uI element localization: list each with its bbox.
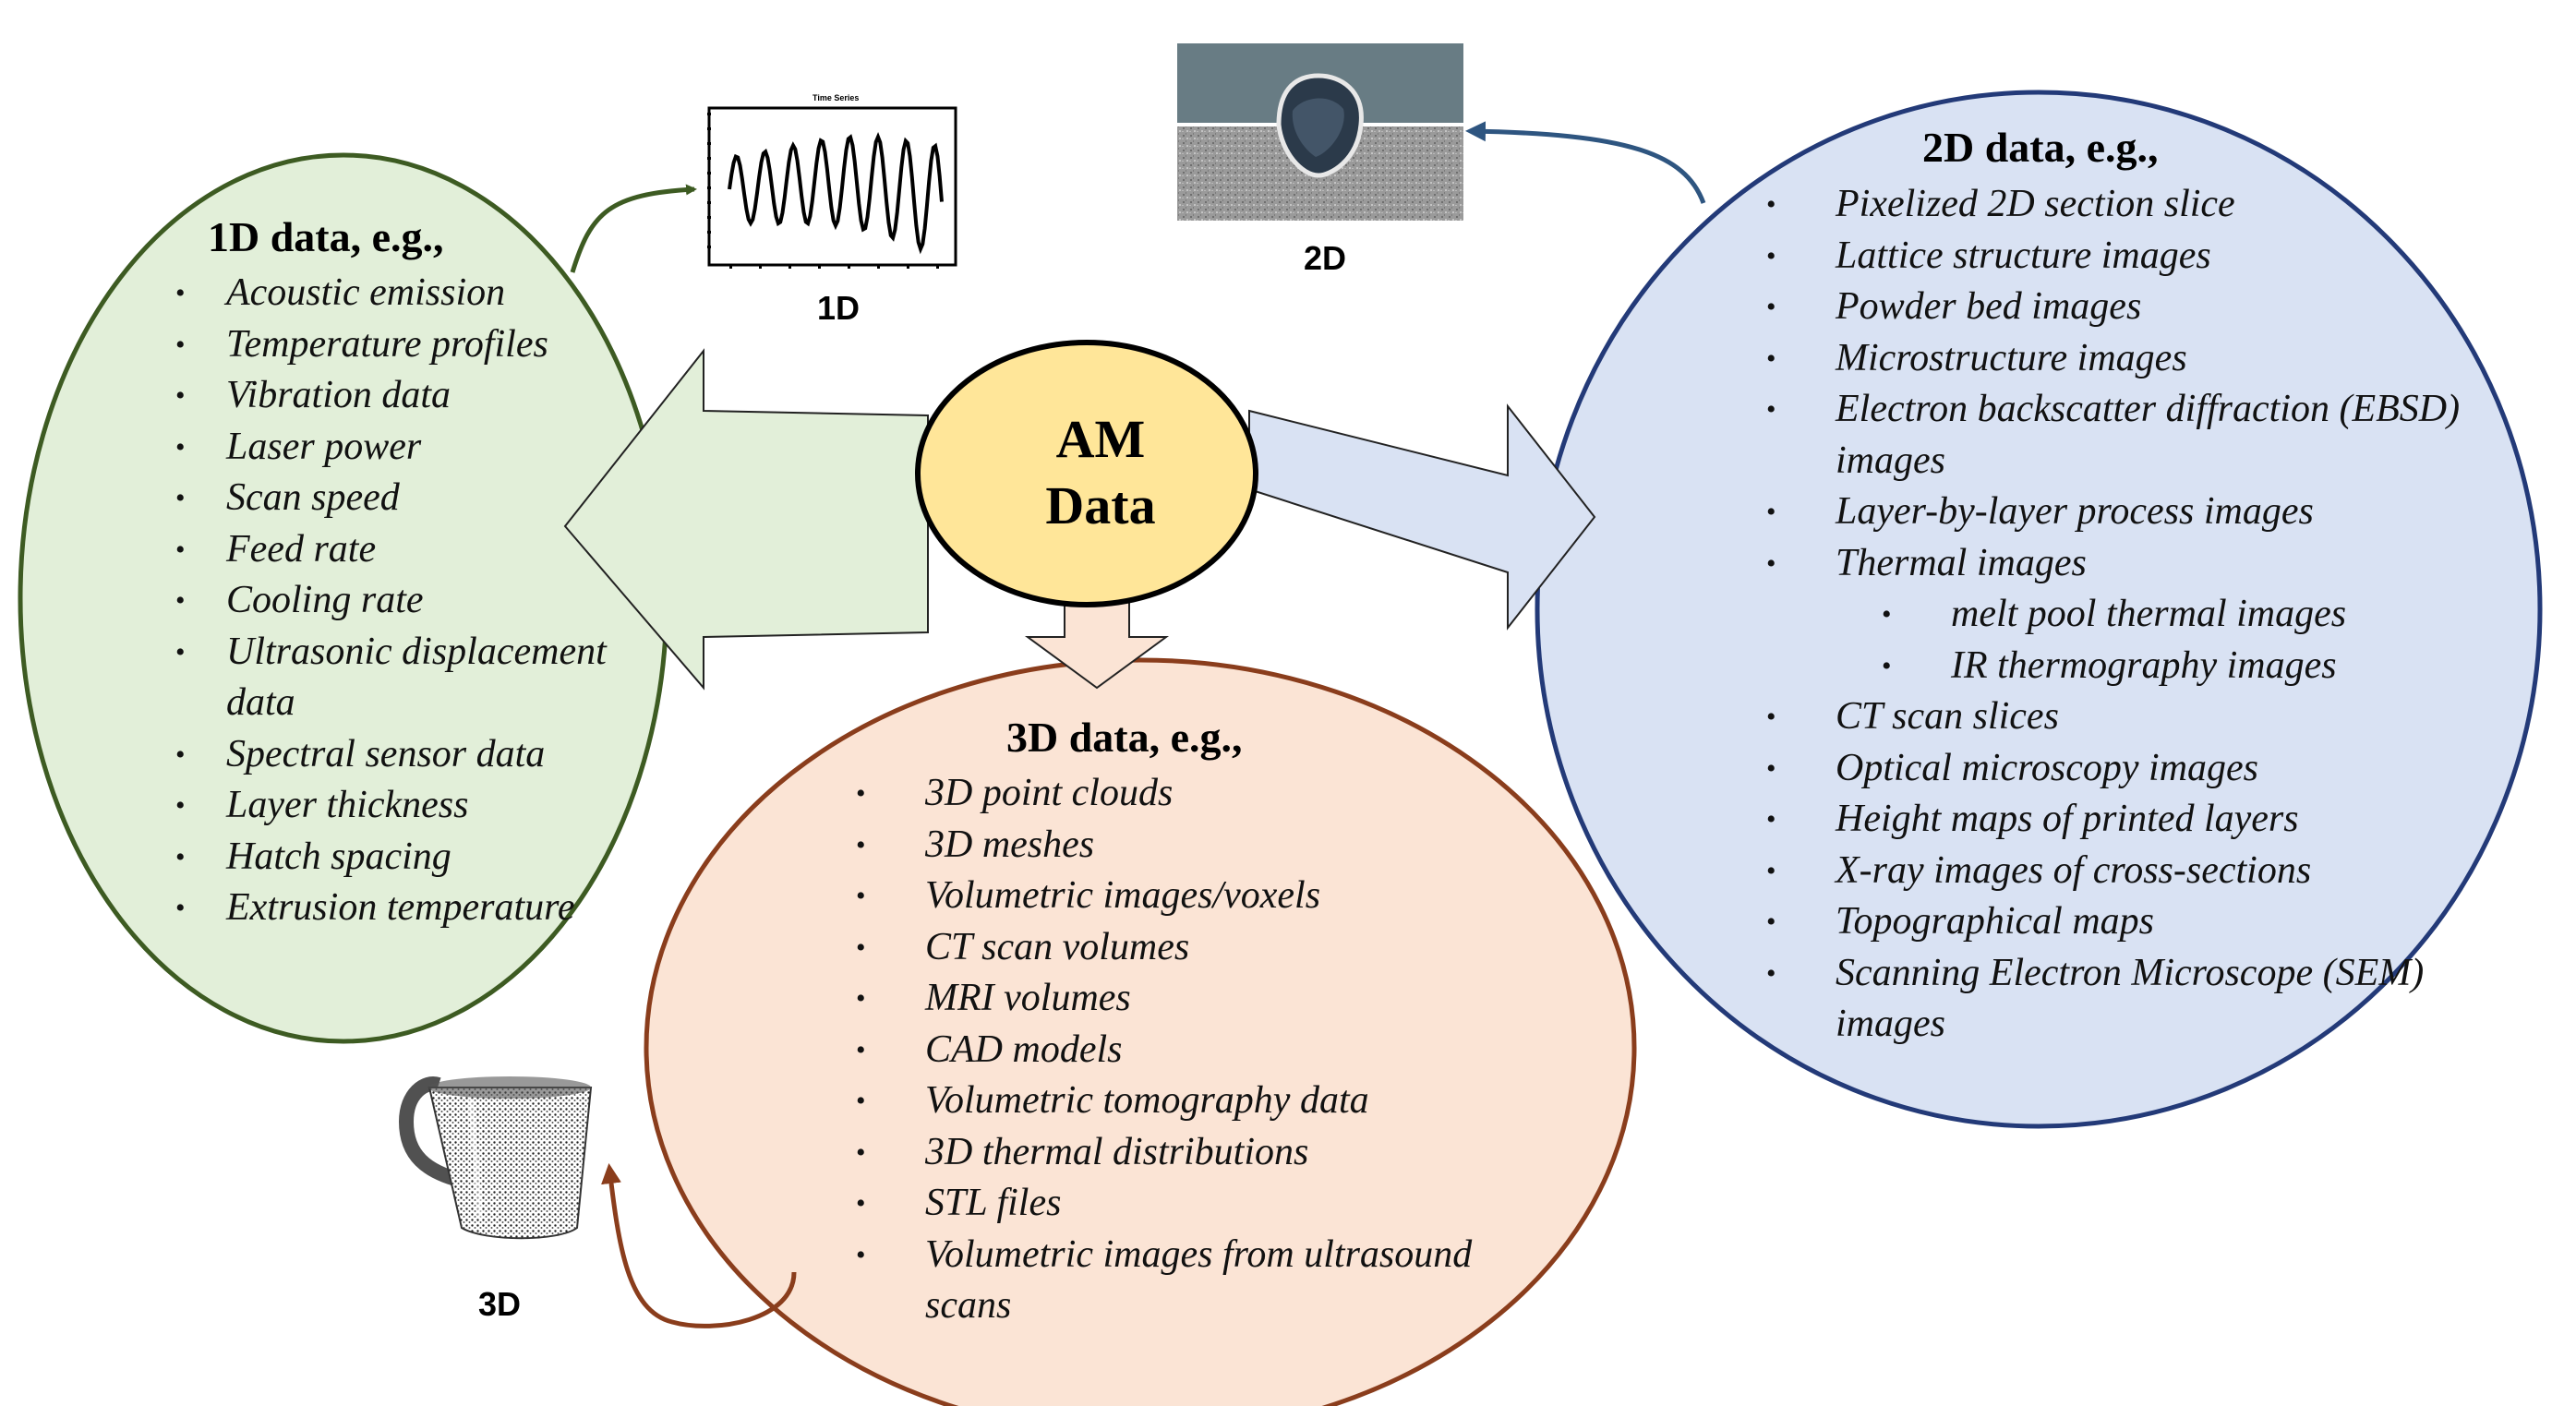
x-tick	[877, 265, 880, 269]
list-item: Layer-by-layer process images	[1766, 487, 2482, 538]
three-d-list: 3D point clouds3D meshesVolumetric image…	[856, 768, 1479, 1332]
list-item: Cooling rate	[175, 575, 642, 627]
list-item: Layer thickness	[175, 780, 642, 832]
x-tick	[759, 265, 762, 269]
x-tick	[848, 265, 850, 269]
list-item: CT scan slices	[1766, 691, 2482, 743]
y-tick	[707, 186, 711, 189]
y-tick	[707, 246, 711, 248]
center-label: AM Data	[1008, 406, 1193, 539]
one-d-thumbnail	[707, 106, 957, 269]
one-d-title: 1D data, e.g.,	[208, 213, 444, 260]
list-item: Volumetric images/voxels	[856, 871, 1479, 922]
list-item: Ultrasonic displacement data	[175, 627, 642, 729]
list-item: Lattice structure images	[1766, 231, 2482, 282]
three-d-thumb-label: 3D	[478, 1285, 522, 1323]
list-item: Hatch spacing	[175, 832, 642, 883]
list-item: Topographical maps	[1766, 896, 2482, 948]
one-d-thumb-title: Time Series	[813, 93, 860, 102]
center-ellipse	[915, 340, 1258, 607]
two-d-thumbnail	[1177, 43, 1463, 221]
list-item: Volumetric images from ultrasound scans	[856, 1230, 1479, 1332]
center-label-line2: Data	[1045, 475, 1156, 535]
x-tick	[907, 265, 909, 269]
list-item: Feed rate	[175, 524, 642, 576]
list-item: Thermal images	[1766, 538, 2482, 590]
one-d-list: Acoustic emissionTemperature profilesVib…	[175, 268, 642, 934]
list-item: CAD models	[856, 1025, 1479, 1076]
list-item: X-ray images of cross-sections	[1766, 846, 2482, 897]
three-d-title: 3D data, e.g.,	[1006, 714, 1243, 761]
list-item: Spectral sensor data	[175, 729, 642, 781]
connector-3d-arrow	[601, 1163, 797, 1328]
x-tick	[729, 265, 732, 269]
connector-2d-arrow	[1465, 121, 1706, 204]
list-item: MRI volumes	[856, 973, 1479, 1025]
two-d-thumb-label: 2D	[1304, 239, 1347, 277]
list-item: Height maps of printed layers	[1766, 794, 2482, 846]
list-item: Scanning Electron Microscope (SEM) image…	[1766, 948, 2482, 1051]
list-item: Pixelized 2D section slice	[1766, 179, 2482, 231]
y-tick	[707, 172, 711, 174]
two-d-list: Pixelized 2D section sliceLattice struct…	[1766, 179, 2482, 1051]
y-tick	[707, 157, 711, 160]
two-d-title: 2D data, e.g.,	[1922, 124, 2159, 171]
y-tick	[707, 216, 711, 219]
list-item: Powder bed images	[1766, 282, 2482, 333]
list-item: Volumetric tomography data	[856, 1076, 1479, 1127]
list-item: CT scan volumes	[856, 922, 1479, 974]
list-item: Microstructure images	[1766, 333, 2482, 385]
y-tick	[707, 231, 711, 234]
y-tick	[707, 127, 711, 130]
list-item: Temperature profiles	[175, 319, 642, 371]
list-item: Scan speed	[175, 473, 642, 524]
list-item: Extrusion temperature	[175, 883, 642, 934]
list-item: Vibration data	[175, 370, 642, 422]
list-item: 3D thermal distributions	[856, 1127, 1479, 1179]
y-tick	[707, 201, 711, 204]
time-series-line	[728, 131, 944, 255]
list-item: IR thermography images	[1836, 641, 2482, 692]
list-item: Electron backscatter diffraction (EBSD) …	[1766, 384, 2482, 487]
list-item: Acoustic emission	[175, 268, 642, 319]
right-block-arrow	[1248, 403, 1596, 631]
x-tick	[818, 265, 821, 269]
y-tick	[707, 113, 711, 115]
y-tick	[707, 142, 711, 145]
x-tick	[788, 265, 791, 269]
x-tick	[936, 265, 939, 269]
list-item: STL files	[856, 1178, 1479, 1230]
list-item: 3D point clouds	[856, 768, 1479, 820]
list-item: Laser power	[175, 422, 642, 474]
one-d-thumb-label: 1D	[817, 289, 861, 327]
three-d-mug-icon	[398, 1076, 593, 1240]
list-item: melt pool thermal images	[1836, 589, 2482, 641]
list-item: Optical microscopy images	[1766, 743, 2482, 795]
center-label-line1: AM	[1055, 409, 1146, 469]
list-item: 3D meshes	[856, 820, 1479, 871]
connector-1d-arrow	[570, 184, 697, 273]
